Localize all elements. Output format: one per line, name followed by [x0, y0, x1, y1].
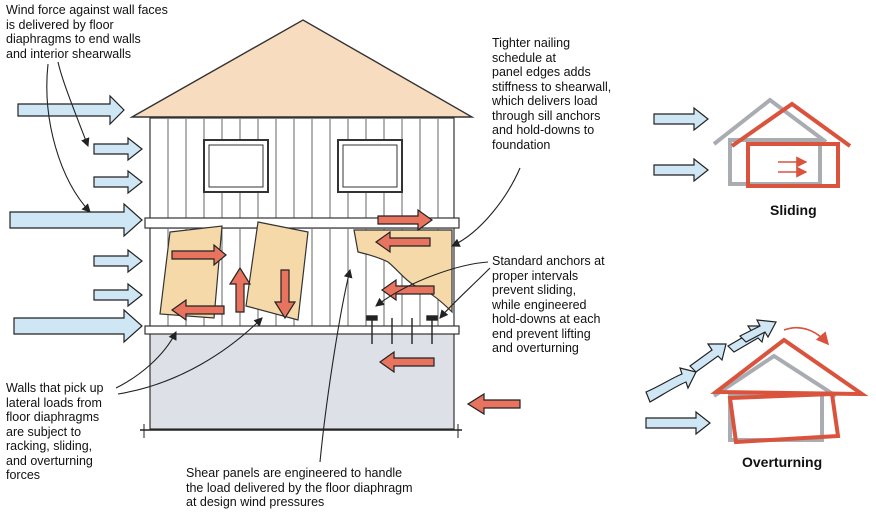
window-right [337, 139, 403, 193]
wind-arrow [93, 136, 143, 162]
wind-arrow [93, 169, 143, 195]
floor-diaphragm-lower [144, 325, 460, 335]
wind-arrow [645, 367, 697, 403]
racked-panel-left [159, 225, 223, 319]
force-arrow-right [171, 243, 227, 267]
leader-lines [46, 61, 521, 463]
note-wind-force: Wind force against wall faces is deliver… [6, 3, 168, 61]
foundation [149, 332, 455, 430]
force-arrow-down [273, 269, 297, 320]
note-nailing: Tighter nailing schedule at panel edges … [492, 36, 612, 152]
caption-sliding: Sliding [770, 202, 817, 218]
upper-wall [149, 117, 455, 223]
wind-arrow [738, 319, 777, 343]
force-arrow-right [377, 208, 434, 232]
wind-arrow [645, 410, 711, 436]
wind-arrow [653, 157, 709, 183]
note-shear-panels: Shear panels are engineered to handle th… [186, 466, 413, 509]
wind-arrows [9, 94, 143, 344]
overturning-sketch [645, 319, 869, 445]
wind-arrow [689, 343, 727, 373]
caption-overturning: Overturning [742, 454, 823, 470]
wind-arrow [13, 308, 143, 344]
roof [129, 19, 475, 118]
wind-arrow [653, 106, 709, 132]
force-arrows [170, 208, 521, 416]
floor-diaphragm-upper [144, 217, 460, 229]
force-arrow-left [378, 350, 435, 374]
force-arrow-left [170, 298, 225, 322]
force-arrow-left [466, 392, 521, 416]
wind-arrow [93, 248, 143, 274]
wind-arrow [9, 202, 143, 238]
sill-anchors [366, 315, 438, 344]
wind-arrow [93, 282, 143, 308]
force-arrow-left [380, 278, 435, 302]
wall-studs-upper [167, 119, 439, 218]
racked-panel-right [245, 221, 309, 321]
force-arrow-left [374, 230, 431, 254]
window-left [203, 139, 269, 193]
note-walls: Walls that pick up lateral loads from fl… [6, 381, 104, 482]
note-anchors: Standard anchors at proper intervals pre… [492, 254, 605, 355]
force-arrow-up [228, 266, 252, 313]
house [129, 19, 475, 438]
wind-arrow [17, 94, 125, 126]
sliding-sketch [653, 97, 852, 188]
